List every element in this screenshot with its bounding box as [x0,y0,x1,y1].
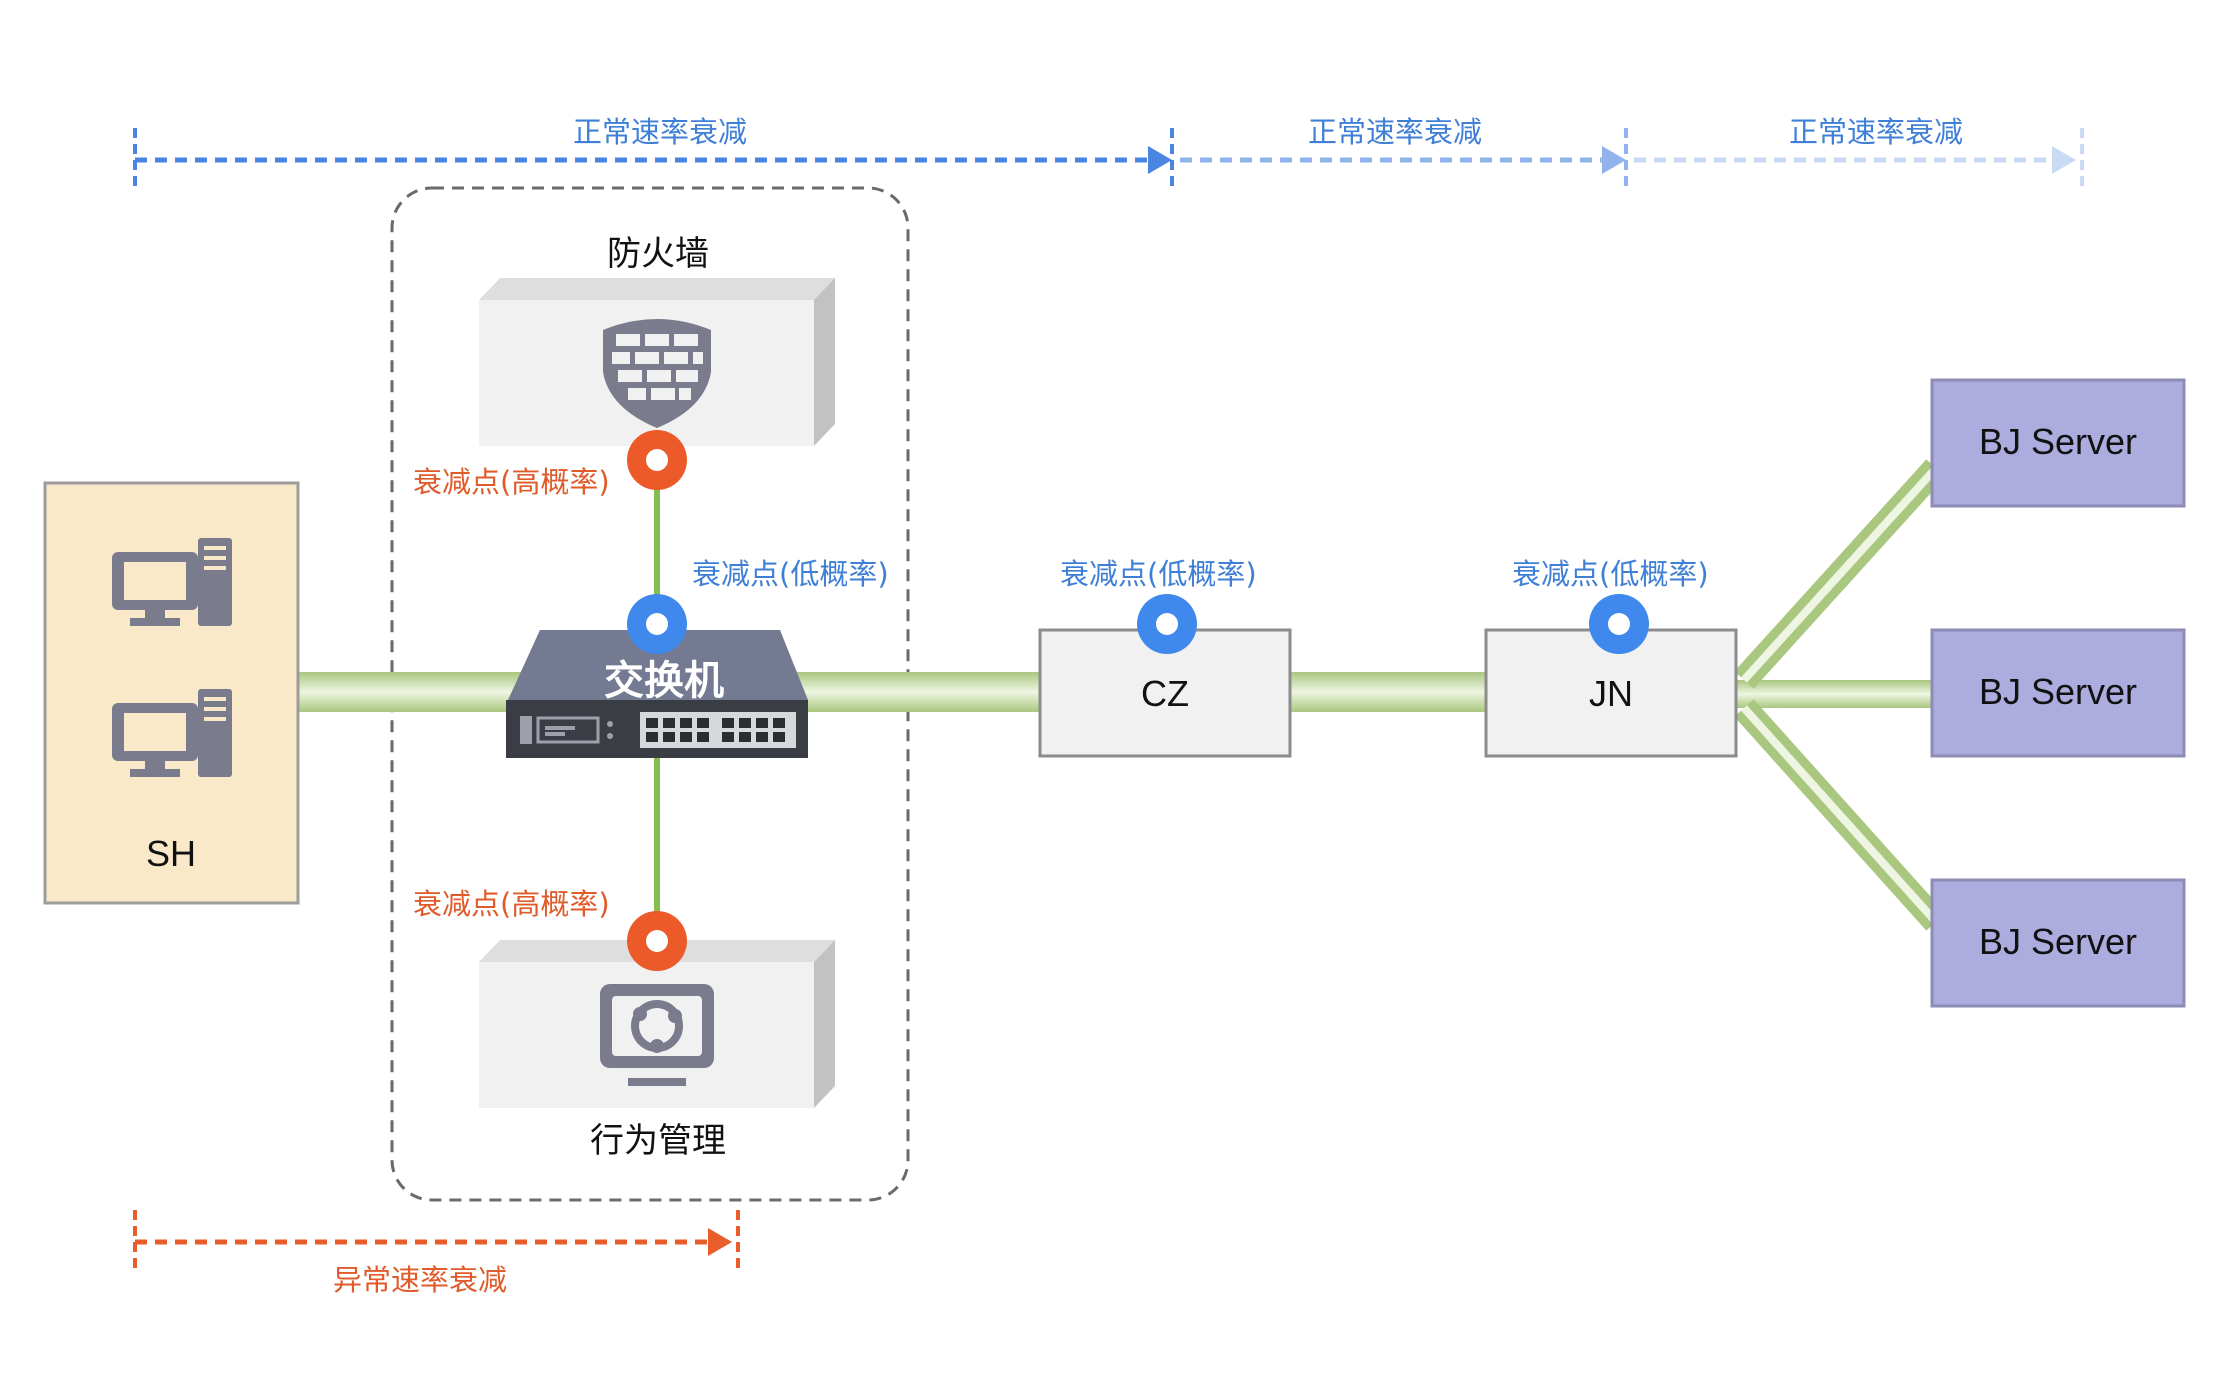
normal-rate-arrow-2 [1180,128,1628,188]
jn-label: JN [1589,673,1633,714]
abnormal-rate-label: 异常速率衰减 [333,1263,507,1297]
firewall-device[interactable] [479,278,835,446]
sh-label: SH [146,833,196,874]
sh-node[interactable]: SH [43,481,300,905]
switch-label: 交换机 [604,658,724,704]
firewall-shield-icon [603,319,711,428]
abnormal-rate-arrow [133,1210,740,1270]
normal-rate-arrow-3 [1634,128,2084,188]
desktop-computer-icon [112,689,232,777]
link-jn-server-1 [1734,459,1946,689]
behavior-monitor-icon [600,984,714,1086]
firewall-label: 防火墙 [607,234,709,274]
jn-attenuation-point[interactable] [1589,594,1649,654]
link-switch-cz [780,672,1042,712]
jn-point-label: 衰减点(低概率) [1512,557,1709,591]
bj-server-1[interactable]: BJ Server [1930,378,2186,508]
cz-label: CZ [1141,673,1189,714]
link-jn-server-3 [1734,699,1946,931]
bj-server-3[interactable]: BJ Server [1930,878,2186,1008]
behavior-attenuation-point[interactable] [627,911,687,971]
link-cz-jn [1290,672,1486,712]
normal-rate-label-3: 正常速率衰减 [1789,115,1963,149]
firewall-point-label: 衰减点(高概率) [413,465,610,499]
behavior-label: 行为管理 [590,1121,726,1161]
switch-attenuation-point[interactable] [627,594,687,654]
desktop-computer-icon [112,538,232,626]
normal-rate-arrow-1 [133,128,1174,188]
switch-device[interactable]: 交换机 [506,630,808,758]
behavior-point-label: 衰减点(高概率) [413,887,610,921]
switch-point-label: 衰减点(低概率) [692,557,889,591]
cz-point-label: 衰减点(低概率) [1060,557,1257,591]
jn-node[interactable]: JN [1484,628,1738,758]
bj-server-2-label: BJ Server [1979,671,2137,712]
firewall-attenuation-point[interactable] [627,430,687,490]
bj-server-1-label: BJ Server [1979,421,2137,462]
link-jn-server-2 [1736,680,1932,708]
bj-server-2[interactable]: BJ Server [1930,628,2186,758]
normal-rate-label-2: 正常速率衰减 [1308,115,1482,149]
network-switch-icon [520,712,796,748]
cz-attenuation-point[interactable] [1137,594,1197,654]
normal-rate-label-1: 正常速率衰减 [573,115,747,149]
bj-server-3-label: BJ Server [1979,921,2137,962]
